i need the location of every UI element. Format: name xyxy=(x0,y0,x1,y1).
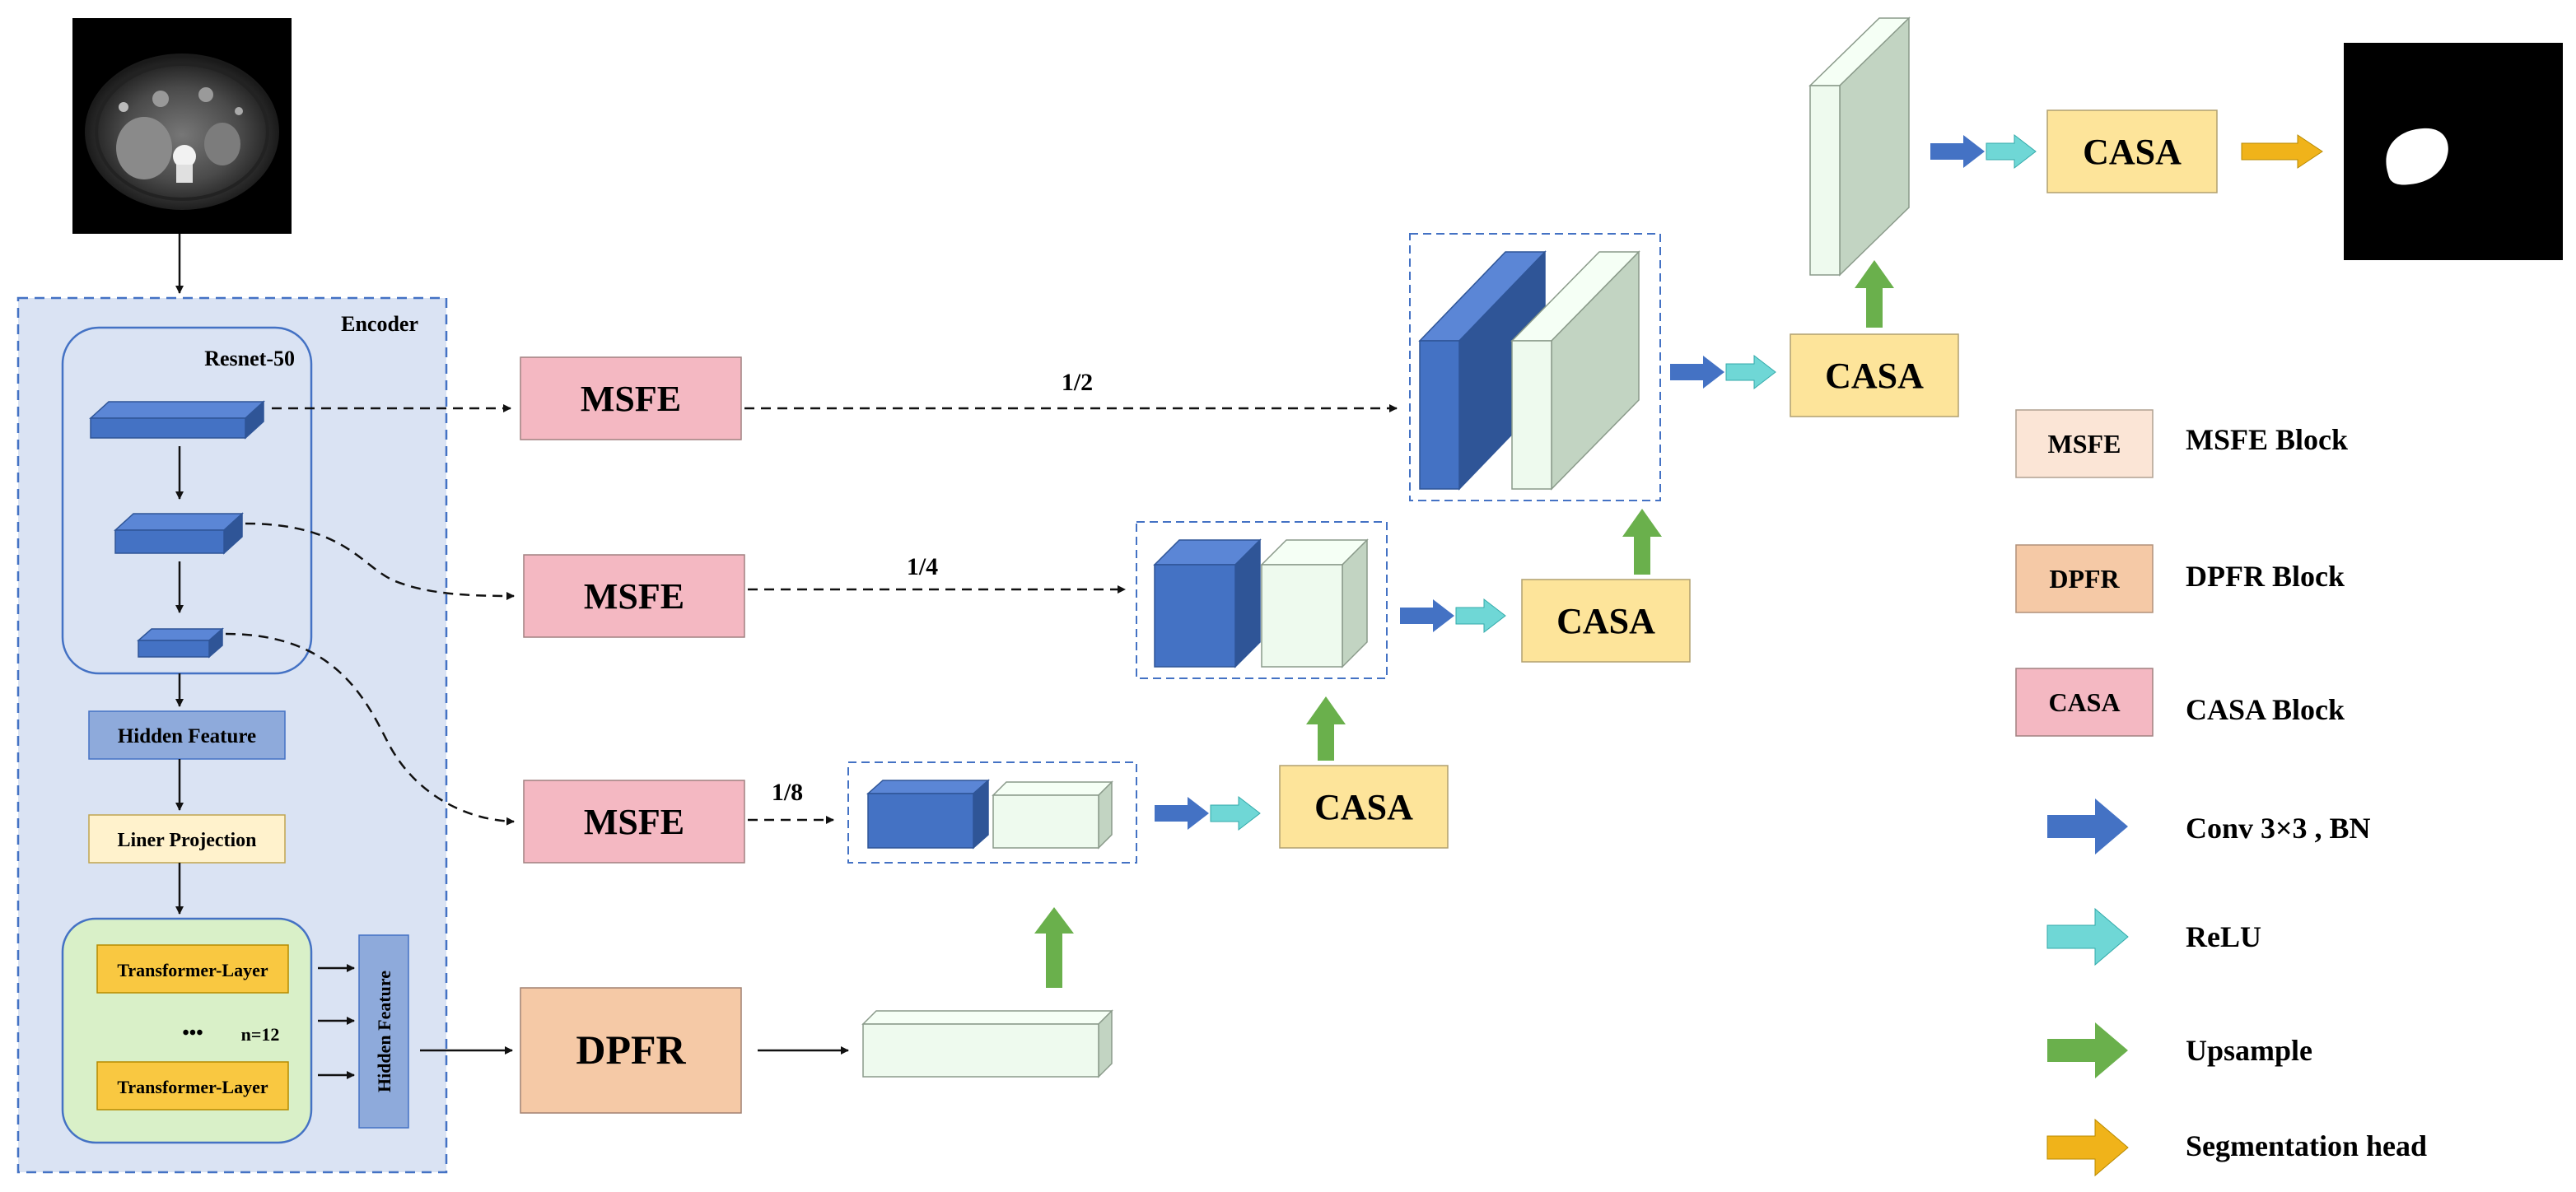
hidden-feature-vertical-box xyxy=(358,934,409,1129)
svg-text:MSFE: MSFE xyxy=(584,576,684,617)
transformer-ellipsis: ••• xyxy=(182,1022,203,1044)
skip-connection-2 xyxy=(245,522,515,600)
upsample-arrow-3 xyxy=(1622,509,1662,575)
feature-group-level3 xyxy=(847,761,1137,864)
resnet-feature-1 xyxy=(89,400,265,440)
svg-text:Transformer-Layer: Transformer-Layer xyxy=(117,1077,268,1097)
svg-text:MSFE: MSFE xyxy=(584,802,684,842)
legend-casa-box xyxy=(2015,668,2154,737)
resnet-feature-2 xyxy=(114,512,244,555)
segmentation-output-image xyxy=(2344,43,2563,260)
conv-relu-arrows-level1 xyxy=(1670,354,1776,390)
upsample-arrow-2 xyxy=(1306,696,1346,761)
legend-casa-label: CASA Block xyxy=(2186,693,2345,726)
legend-upsample-label: Upsample xyxy=(2186,1034,2312,1067)
svg-text:MSFE: MSFE xyxy=(2048,429,2121,459)
scale-label-half: 1/2 xyxy=(1062,369,1093,396)
legend: MSFE MSFE Block DPFR DPFR Block CASA CAS… xyxy=(2015,409,2427,1177)
svg-text:DPFR: DPFR xyxy=(576,1027,686,1073)
svg-text:CASA: CASA xyxy=(1825,356,1924,396)
msfe-block-2 xyxy=(523,554,745,638)
final-feature-map xyxy=(1808,16,1911,277)
conv-relu-arrows-level2 xyxy=(1400,598,1506,634)
upsample-arrow-4 xyxy=(1855,260,1894,328)
encoder-title: Encoder xyxy=(341,312,418,336)
ct-input-image xyxy=(72,18,292,234)
liner-projection-box xyxy=(88,814,286,864)
legend-conv-label: Conv 3×3 , BN xyxy=(2186,812,2371,845)
segmentation-head-arrow xyxy=(2241,134,2323,169)
casa-block-3 xyxy=(1790,333,1959,417)
hidden-feature-vertical-label: Hidden Feature xyxy=(374,971,394,1092)
feature-group-level1 xyxy=(1409,233,1661,501)
hidden-feature-label: Hidden Feature xyxy=(118,725,256,747)
encoder-panel: Encoder Resnet-50 Hidden Feature xyxy=(16,296,448,1174)
legend-relu-label: ReLU xyxy=(2186,920,2261,953)
svg-text:Transformer-Layer: Transformer-Layer xyxy=(117,960,268,980)
feature-group-level2 xyxy=(1136,521,1388,679)
svg-text:CASA: CASA xyxy=(2083,132,2182,172)
scale-label-eighth: 1/8 xyxy=(772,779,803,806)
liner-projection-label: Liner Projection xyxy=(117,830,256,851)
svg-text:MSFE: MSFE xyxy=(581,379,681,419)
resnet-label: Resnet-50 xyxy=(204,347,295,370)
legend-dpfr-label: DPFR Block xyxy=(2186,560,2345,593)
scale-label-quarter: 1/4 xyxy=(907,553,938,580)
svg-text:DPFR: DPFR xyxy=(2049,564,2120,594)
msfe-block-3 xyxy=(523,780,745,864)
casa-block-4 xyxy=(2046,109,2218,193)
svg-text:CASA: CASA xyxy=(1556,601,1655,641)
legend-upsample-arrow xyxy=(2047,1022,2128,1078)
svg-text:CASA: CASA xyxy=(1314,787,1413,827)
legend-dpfr-box xyxy=(2015,544,2154,613)
legend-seghead-label: Segmentation head xyxy=(2186,1129,2427,1162)
legend-msfe-box xyxy=(2015,409,2154,478)
dpfr-feature-map xyxy=(861,1009,1113,1078)
dpfr-block xyxy=(520,987,742,1114)
transformer-layer-2 xyxy=(96,1061,289,1111)
transformer-layer-1 xyxy=(96,944,289,994)
legend-conv-arrow xyxy=(2047,799,2128,854)
hidden-feature-box xyxy=(88,710,286,760)
upsample-arrow-1 xyxy=(1034,907,1074,988)
legend-relu-arrow xyxy=(2046,907,2129,966)
transformer-n-label: n=12 xyxy=(241,1024,280,1045)
casa-block-2 xyxy=(1521,579,1691,663)
resnet-feature-3 xyxy=(137,627,224,659)
msfe-block-1 xyxy=(520,356,742,440)
resnet-panel xyxy=(61,326,313,675)
casa-block-1 xyxy=(1279,765,1449,849)
legend-msfe-label: MSFE Block xyxy=(2186,423,2348,456)
legend-seghead-arrow xyxy=(2046,1118,2129,1177)
conv-relu-arrows-final xyxy=(1930,133,2037,170)
conv-relu-arrows-level3 xyxy=(1155,795,1261,831)
svg-text:CASA: CASA xyxy=(2048,687,2120,717)
skip-connection-3 xyxy=(225,632,515,826)
